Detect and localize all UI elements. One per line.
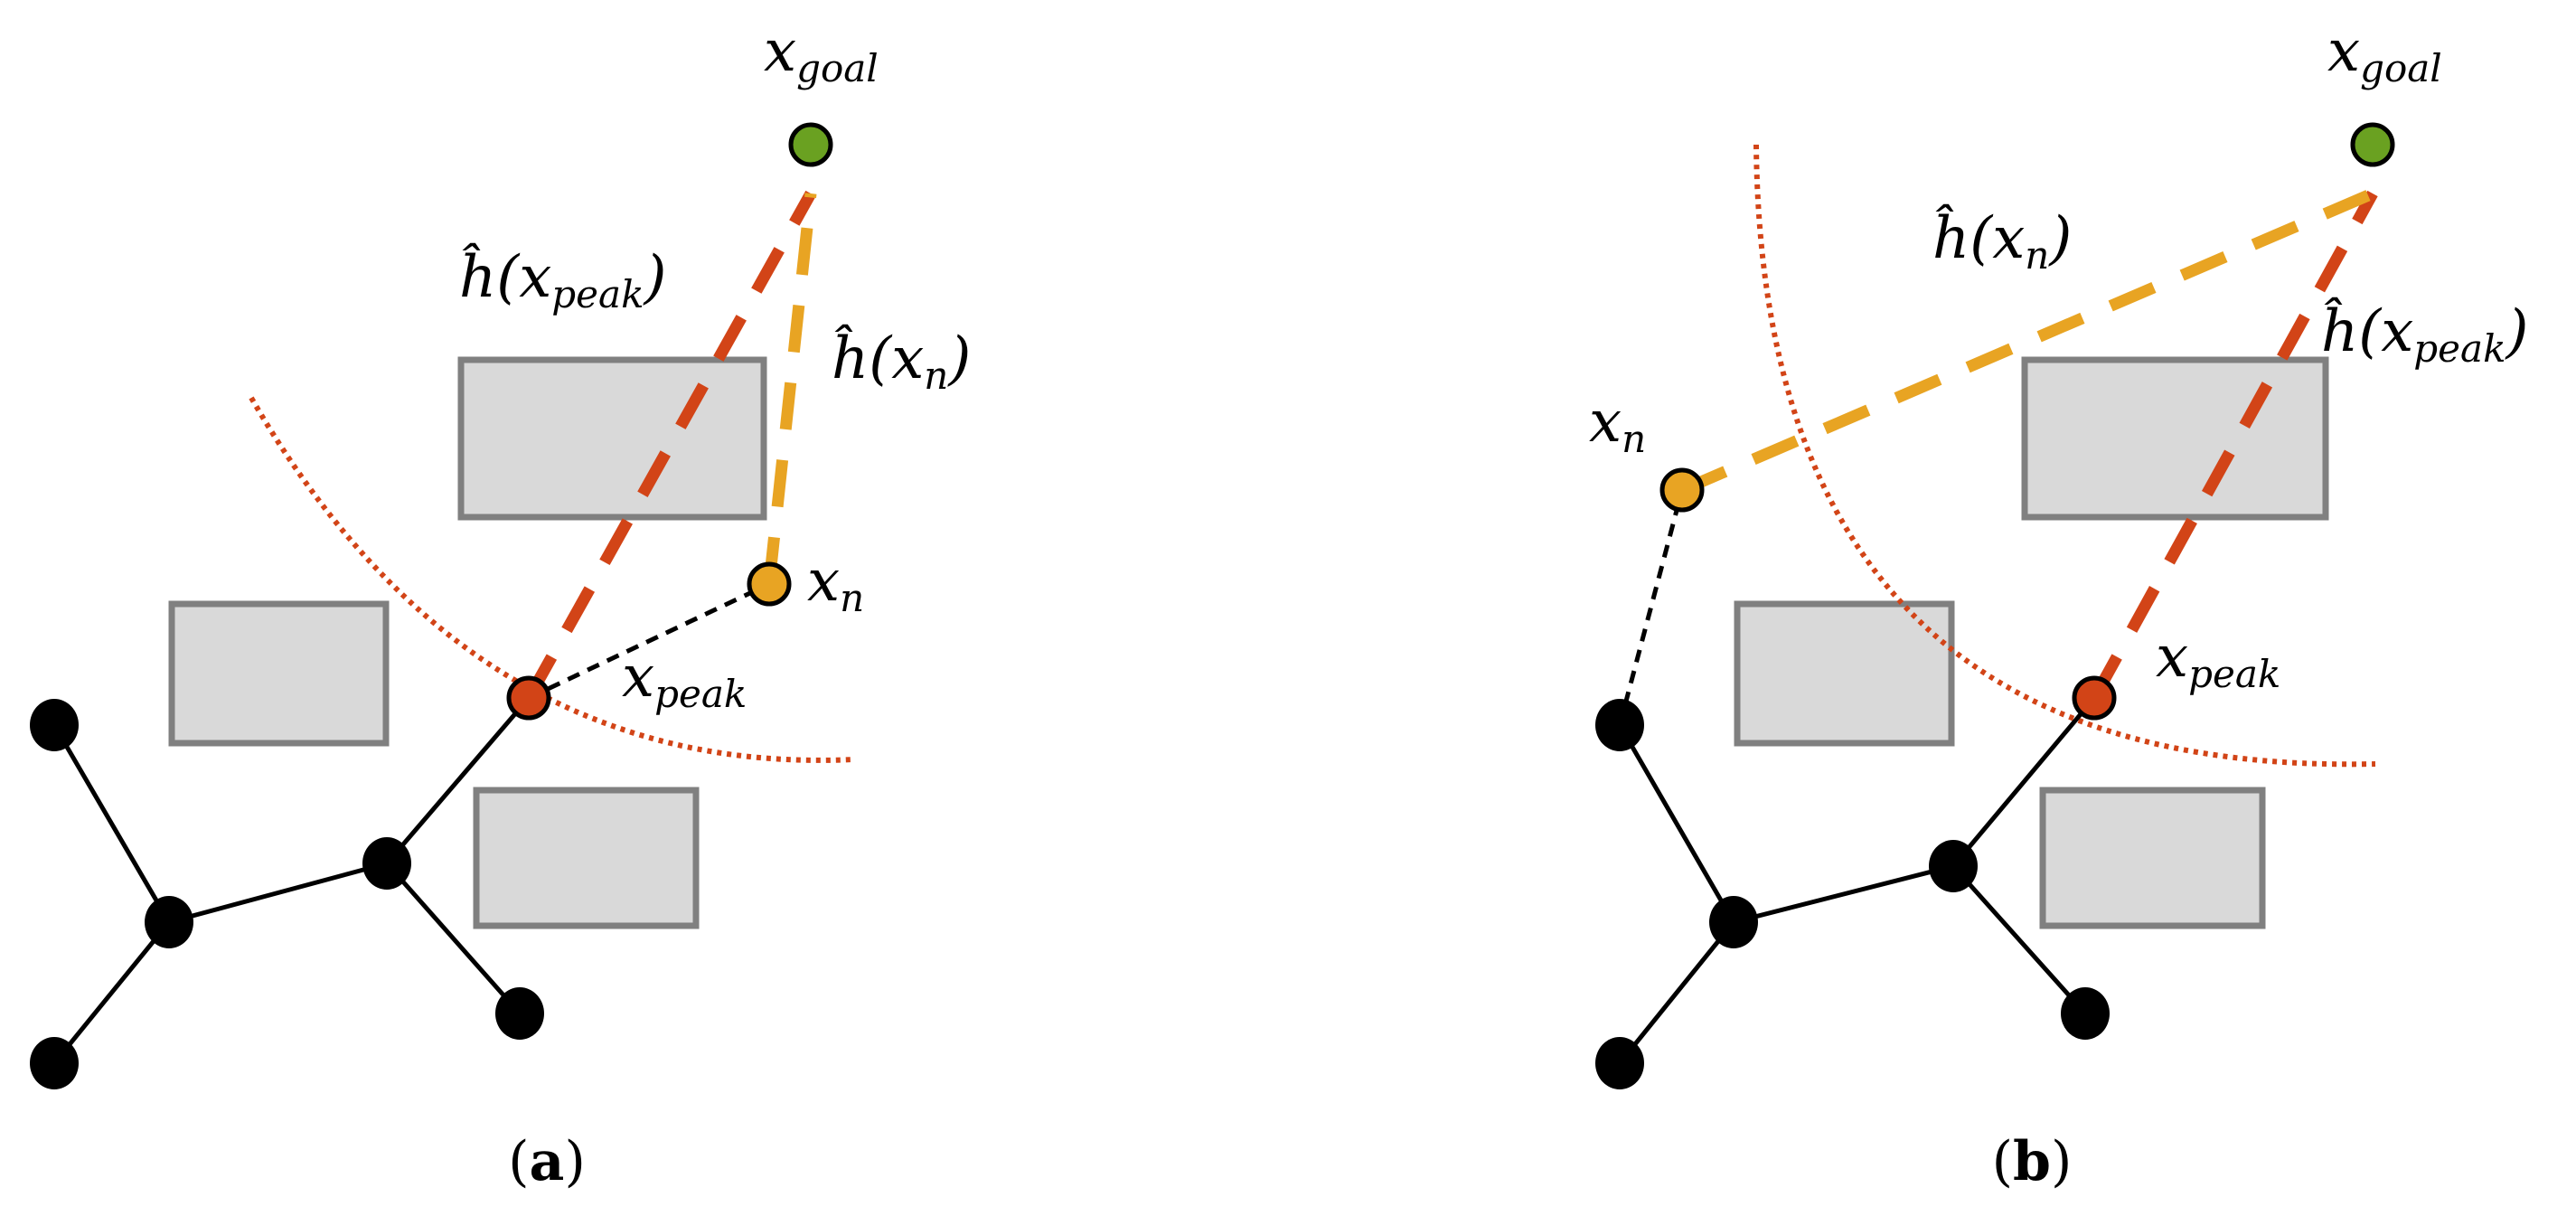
new-edge-b xyxy=(1617,489,1685,726)
tree-edge-b-4 xyxy=(1951,864,2087,1015)
obstacle-a-2 xyxy=(168,600,390,747)
tree-node-b-4 xyxy=(1929,840,1978,892)
peak-node-b xyxy=(2072,675,2117,721)
goal-label-a: xgoal xyxy=(764,18,879,90)
search-radius-arc-a xyxy=(249,396,855,763)
obstacle-a-1 xyxy=(457,356,767,521)
tree-edge-b-1 xyxy=(1617,723,1736,924)
h-peak-label-a: ĥ(xpeak) xyxy=(459,243,666,316)
obstacle-a-3 xyxy=(473,787,700,929)
goal-node-a xyxy=(788,122,833,167)
search-radius-arc-b xyxy=(1753,144,2376,768)
caption-a: (a) xyxy=(508,1130,586,1193)
panel-b: xgoal ĥ(xn) ĥ(xpeak) xn xpeak (b) xyxy=(1589,18,2528,1193)
tree-node-b-3 xyxy=(1709,896,1758,948)
new-node-label-b: xn xyxy=(1589,389,1646,461)
tree-node-a-1 xyxy=(30,699,79,751)
peak-label-a: xpeak xyxy=(622,644,747,716)
obstacle-b-3 xyxy=(2039,787,2266,929)
new-node-b xyxy=(1659,467,1705,513)
tree-node-b-2 xyxy=(1595,1037,1644,1089)
h-n-line-a xyxy=(763,193,817,585)
obstacle-b-2 xyxy=(1734,600,1955,747)
goal-node-b xyxy=(2350,122,2395,167)
h-peak-line-b xyxy=(2089,190,2378,702)
peak-node-a xyxy=(506,675,551,721)
peak-label-b: xpeak xyxy=(2156,624,2280,696)
tree-edge-a-5 xyxy=(385,696,531,865)
tree-node-a-3 xyxy=(145,896,193,948)
h-peak-label-b: ĥ(xpeak) xyxy=(2321,297,2528,371)
obstacle-b-1 xyxy=(2021,356,2329,521)
caption-b: (b) xyxy=(1992,1130,2073,1193)
panel-a: xgoal ĥ(xpeak) ĥ(xn) xn xpeak (a) xyxy=(30,18,971,1193)
tree-edge-a-4 xyxy=(385,862,522,1015)
tree-node-a-4 xyxy=(362,837,411,890)
tree-node-a-2 xyxy=(30,1037,79,1089)
tree-node-b-1 xyxy=(1595,699,1644,751)
tree-node-b-5 xyxy=(2061,987,2110,1040)
h-n-line-b xyxy=(1679,188,2375,495)
goal-label-b: xgoal xyxy=(2327,18,2442,90)
h-peak-line-a xyxy=(523,190,816,702)
new-node-a xyxy=(747,561,792,607)
new-edge-a xyxy=(527,581,771,701)
new-node-label-a: xn xyxy=(807,548,864,620)
tree-edge-b-3 xyxy=(1733,863,1954,925)
tree-edge-b-2 xyxy=(1618,920,1735,1065)
tree-node-a-5 xyxy=(495,987,544,1040)
tree-edge-a-2 xyxy=(52,920,171,1065)
tree-edge-b-5 xyxy=(1951,696,2096,868)
tree-edge-a-1 xyxy=(52,723,172,924)
h-n-label-a: ĥ(xn) xyxy=(832,325,971,398)
tree-edge-a-3 xyxy=(168,861,388,925)
h-n-label-b: ĥ(xn) xyxy=(1932,204,2072,278)
